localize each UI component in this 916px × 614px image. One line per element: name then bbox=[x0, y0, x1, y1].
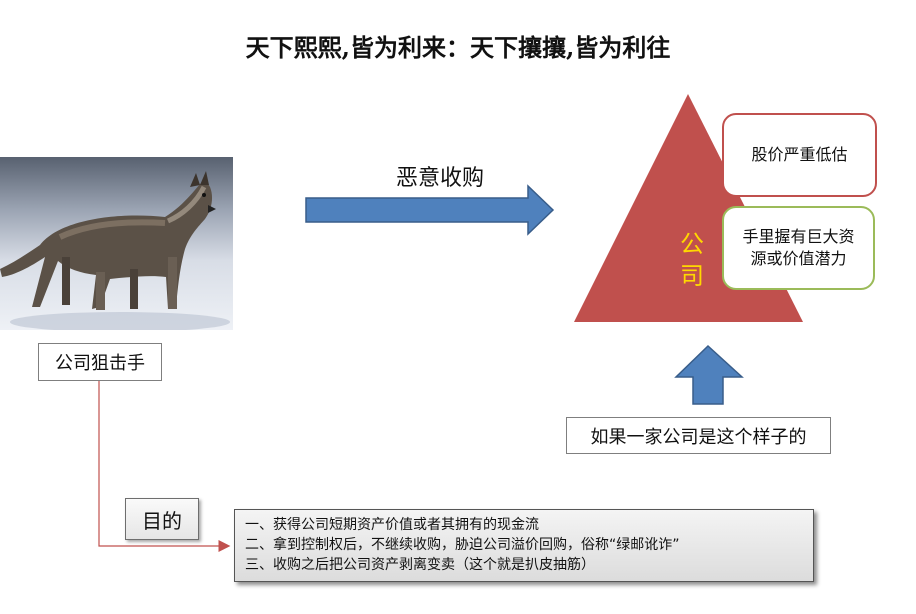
resources-box: 手里握有巨大资 源或价值潜力 bbox=[722, 206, 875, 290]
purpose-list: 一、获得公司短期资产价值或者其拥有的现金流 二、拿到控制权后，不继续收购，胁迫公… bbox=[234, 509, 814, 582]
triangle-label-char-2: 司 bbox=[680, 262, 704, 290]
purpose-item-3: 三、收购之后把公司资产剥离变卖（这个就是扒皮抽筋） bbox=[245, 557, 595, 573]
undervalued-text: 股价严重低估 bbox=[751, 145, 848, 164]
page-title: 天下熙熙,皆为利来：天下攘攘,皆为利往 bbox=[245, 33, 671, 62]
arrow-label: 恶意收购 bbox=[395, 166, 484, 191]
purpose-item-2: 二、拿到控制权后，不继续收购，胁迫公司溢价回购，俗称“绿邮讹诈” bbox=[245, 537, 680, 553]
undervalued-box: 股价严重低估 bbox=[722, 113, 877, 197]
resources-text-line2: 源或价值潜力 bbox=[750, 249, 847, 268]
condition-label: 如果一家公司是这个样子的 bbox=[566, 417, 831, 454]
up-arrow bbox=[674, 344, 744, 405]
wolf-photo bbox=[0, 157, 233, 330]
triangle-label-char-1: 公 bbox=[680, 230, 704, 258]
sniper-label: 公司狙击手 bbox=[38, 343, 162, 381]
triangle-label: 公 司 bbox=[672, 228, 712, 292]
purpose-item-1: 一、获得公司短期资产价值或者其拥有的现金流 bbox=[245, 517, 539, 533]
connector-line bbox=[98, 381, 231, 552]
resources-text-line1: 手里握有巨大资 bbox=[742, 227, 855, 246]
hostile-acquisition-arrow bbox=[305, 184, 555, 236]
purpose-label: 目的 bbox=[125, 498, 199, 540]
